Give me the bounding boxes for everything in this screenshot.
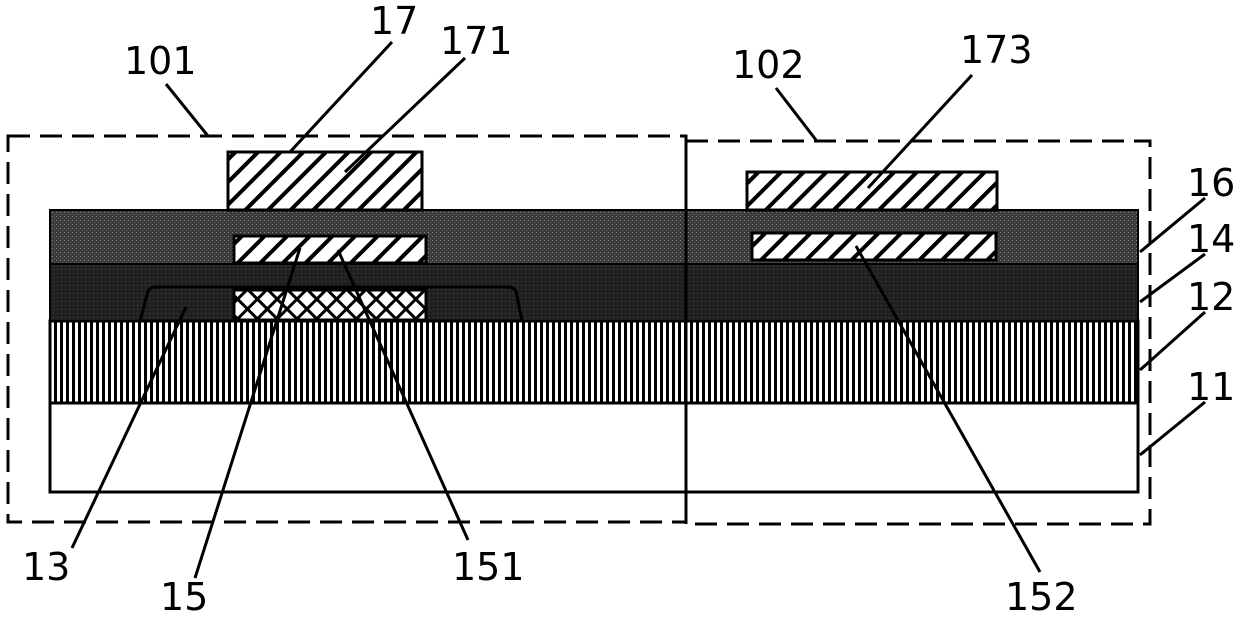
label-152: 152: [1005, 575, 1078, 619]
label-151: 151: [452, 545, 525, 589]
block-top-left: [228, 152, 422, 210]
block-top-right: [747, 172, 997, 210]
layer-buffer: [50, 321, 1138, 403]
plate-mid-left: [234, 236, 426, 263]
block-bottom: [234, 290, 426, 320]
label-12: 12: [1187, 275, 1235, 319]
label-11: 11: [1187, 365, 1235, 409]
label-14: 14: [1187, 217, 1235, 261]
layer-substrate: [50, 403, 1138, 492]
label-173: 173: [960, 28, 1033, 72]
label-region-102: 102: [732, 43, 805, 87]
label-17: 17: [370, 0, 418, 43]
plate-mid-right: [752, 233, 996, 260]
label-region-101: 101: [124, 39, 197, 83]
label-171: 171: [440, 19, 513, 63]
label-16: 16: [1187, 161, 1235, 205]
label-13: 13: [22, 545, 70, 589]
label-15: 15: [160, 575, 208, 619]
